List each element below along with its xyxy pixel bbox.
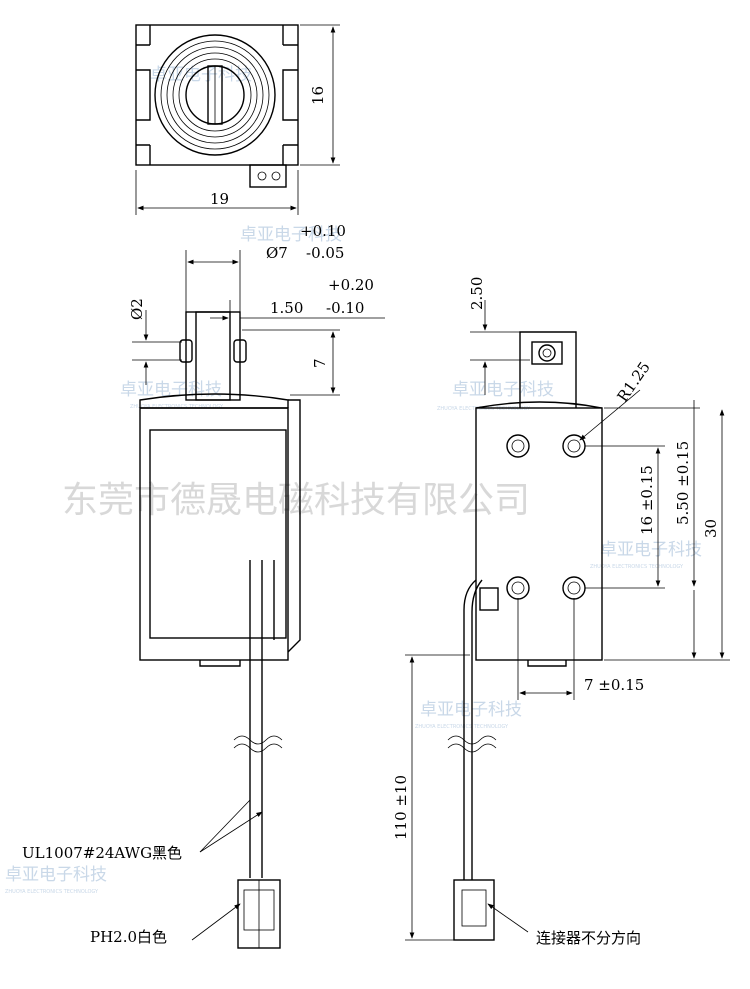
- top-height-label: 16: [309, 86, 327, 105]
- mount-hole: [506, 434, 530, 458]
- diameter-label: Ø7: [266, 244, 288, 262]
- watermarks: 卓亚电子科技 ZHUOYA ELECTRONICS TECHNOLOGY 卓亚电…: [5, 65, 702, 895]
- side-connector: [453, 879, 495, 941]
- top-view: 19 16: [135, 24, 340, 215]
- connector-note: 连接器不分方向: [536, 929, 641, 947]
- bottom-hole-label: 5.50 ±0.15: [674, 441, 692, 525]
- logo-watermark: 卓亚电子科技: [420, 700, 522, 720]
- logo-watermark-sub: ZHUOYA ELECTRONICS TECHNOLOGY: [437, 406, 531, 412]
- offset-lower-tol: -0.10: [326, 299, 364, 317]
- tab-hole: [538, 344, 556, 362]
- logo-watermark-sub: ZHUOYA ELECTRONICS TECHNOLOGY: [590, 564, 684, 570]
- mount-hole: [506, 576, 530, 600]
- logo-watermark: 卓亚电子科技: [452, 380, 554, 400]
- top-view-connector: [249, 164, 287, 188]
- logo-watermark-sub: ZHUOYA ELECTRONICS TECHNOLOGY: [130, 404, 224, 410]
- logo-watermark: 卓亚电子科技: [5, 865, 107, 885]
- side-body: [475, 407, 603, 661]
- stroke-label: 7: [311, 358, 329, 368]
- front-view: +0.10 Ø7 -0.05 +0.20 1.50 -0.10 Ø2 7 UL1…: [22, 222, 385, 949]
- coil-outer-ring: [154, 34, 276, 156]
- connector-label: PH2.0白色: [90, 928, 167, 946]
- hole-spacing-label: 16 ±0.15: [638, 465, 656, 535]
- logo-watermark-sub: ZHUOYA ELECTRONICS TECHNOLOGY: [415, 724, 509, 730]
- logo-watermark: 卓亚电子科技: [600, 540, 702, 560]
- side-top-label: 2.50: [468, 277, 486, 310]
- side-view: 2.50 R1.25 16 ±0.15 5.50 ±0.15 30 7 ±0.1…: [392, 277, 730, 947]
- diameter-lower-tol: -0.05: [306, 244, 344, 262]
- logo-watermark-sub: ZHUOYA ELECTRONICS TECHNOLOGY: [5, 889, 99, 895]
- top-width-label: 19: [210, 190, 229, 208]
- company-watermark: 东莞市德晟电磁科技有限公司: [62, 480, 530, 521]
- diameter-upper-tol: +0.10: [300, 222, 346, 240]
- offset-label: 1.50: [270, 299, 303, 317]
- logo-watermark: 卓亚电子科技: [120, 380, 222, 400]
- pin-diameter-label: Ø2: [128, 298, 146, 320]
- lead-length-label: 110 ±10: [392, 775, 410, 840]
- logo-watermark: 卓亚电子科技: [240, 225, 342, 245]
- hole-x-label: 7 ±0.15: [584, 676, 644, 694]
- wire-label: UL1007#24AWG黑色: [22, 844, 182, 862]
- mount-hole: [562, 576, 586, 600]
- side-height-label: 30: [702, 519, 720, 538]
- top-view-body: [135, 24, 299, 166]
- offset-upper-tol: +0.20: [328, 276, 374, 294]
- solenoid-body: [139, 407, 289, 661]
- radius-label: R1.25: [614, 358, 654, 405]
